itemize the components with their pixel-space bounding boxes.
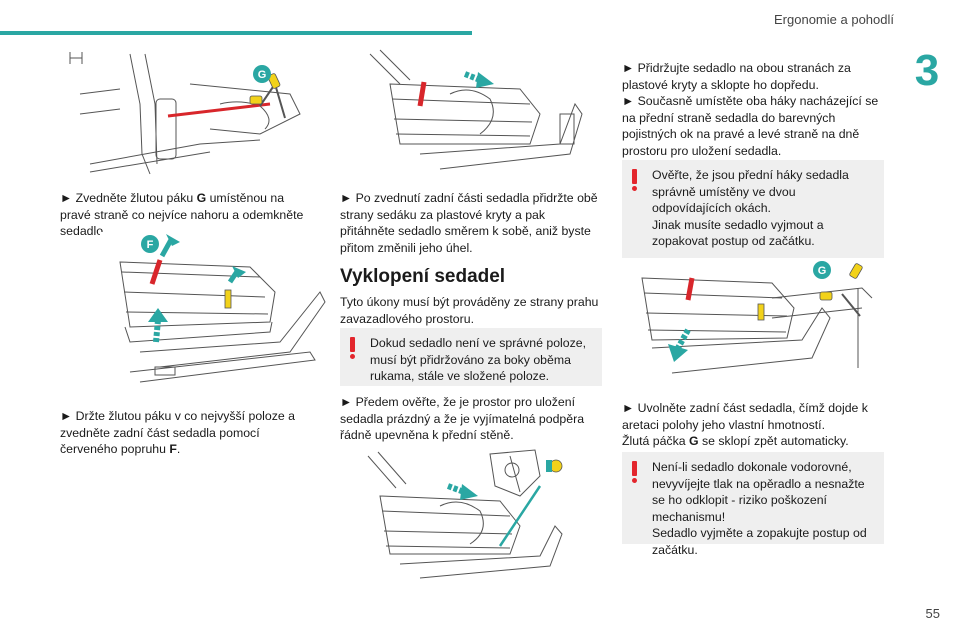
step-arrow: ► bbox=[340, 191, 353, 205]
right-step-1: ► Přidržujte sedadlo na obou stranách za… bbox=[622, 61, 851, 92]
section-title: Vyklopení sedadel bbox=[340, 266, 506, 287]
chapter-title: Ergonomie a pohodlí bbox=[774, 12, 894, 27]
warning-box-hold-seat: Dokud sedadlo není ve správné poloze, mu… bbox=[340, 328, 602, 386]
page-number: 55 bbox=[925, 606, 940, 621]
warning-icon bbox=[632, 461, 638, 483]
label-f: F bbox=[147, 239, 154, 251]
step-arrow: ► bbox=[622, 61, 635, 75]
illustration-pull-seat bbox=[360, 44, 590, 174]
right-step-3: ► Uvolněte zadní část sedadla, čímž dojd… bbox=[622, 401, 868, 448]
step-arrow: ► bbox=[60, 191, 73, 205]
step-arrow: ► bbox=[622, 94, 635, 108]
middle-step-1: ► Po zvednutí zadní části sedadla přidrž… bbox=[340, 191, 598, 255]
section-intro: Tyto úkony musí být prováděny ze strany … bbox=[340, 295, 599, 326]
label-g-right: G bbox=[818, 265, 827, 277]
illustration-strap-f: F bbox=[100, 232, 330, 402]
warning-icon bbox=[350, 337, 356, 359]
header-accent-bar bbox=[0, 31, 472, 35]
warning-icon bbox=[632, 169, 638, 191]
step-arrow: ► bbox=[622, 401, 635, 415]
chapter-number: 3 bbox=[914, 46, 940, 95]
middle-step-2: ► Předem ověřte, že je prostor pro ulože… bbox=[340, 395, 585, 442]
warning-box-hooks: Ověřte, že jsou přední háky sedadla sprá… bbox=[622, 160, 884, 274]
left-step-2: ► Držte žlutou páku v co nejvyšší poloze… bbox=[60, 409, 295, 456]
illustration-lever-g: G bbox=[60, 44, 310, 180]
step-arrow: ► bbox=[60, 409, 73, 423]
left-step-1: ► Zvedněte žlutou páku G umístěnou na pr… bbox=[60, 191, 304, 238]
warning-box-horizontal: Není-li sedadlo dokonale vodorovné, nevy… bbox=[622, 452, 884, 557]
right-step-2: ► Současně umístěte oba háky nacházející… bbox=[622, 94, 879, 158]
step-arrow: ► bbox=[340, 395, 353, 409]
illustration-check-support bbox=[360, 446, 590, 586]
illustration-release-seat: G bbox=[622, 258, 884, 388]
label-g: G bbox=[258, 69, 267, 81]
